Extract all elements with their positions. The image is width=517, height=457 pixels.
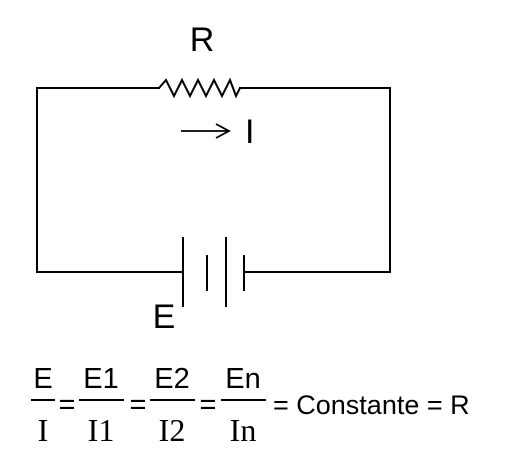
battery-symbol	[182, 237, 245, 307]
equals-sign-1: =	[59, 389, 76, 421]
wire-top-right	[239, 87, 391, 273]
fraction-3-numerator: E2	[154, 363, 189, 395]
current-arrow	[181, 123, 231, 139]
resistor-label: R	[190, 21, 215, 59]
circuit-wires	[36, 87, 391, 273]
equation-tail: = Constante = R	[273, 390, 470, 420]
equals-sign-3: =	[200, 389, 217, 421]
equation: E I = E1 I1 = E2 I2 = En In = Constante …	[31, 363, 470, 448]
fraction-2: E1 I1	[79, 363, 124, 448]
fraction-1: E I	[31, 363, 55, 448]
fraction-1-numerator: E	[33, 363, 52, 395]
source-label: E	[153, 298, 176, 336]
resistor-symbol	[158, 77, 241, 99]
wire-top-left	[36, 87, 184, 273]
fraction-2-numerator: E1	[83, 363, 118, 395]
equals-sign-2: =	[130, 389, 147, 421]
fraction-3-denominator: I2	[159, 412, 186, 448]
fraction-4-denominator: In	[230, 412, 257, 448]
fraction-3: E2 I2	[150, 363, 195, 448]
fraction-2-denominator: I1	[88, 412, 115, 448]
fraction-1-denominator: I	[38, 412, 49, 448]
fraction-4: En In	[221, 363, 266, 448]
fraction-4-numerator: En	[225, 363, 260, 395]
current-label: I	[245, 113, 254, 151]
